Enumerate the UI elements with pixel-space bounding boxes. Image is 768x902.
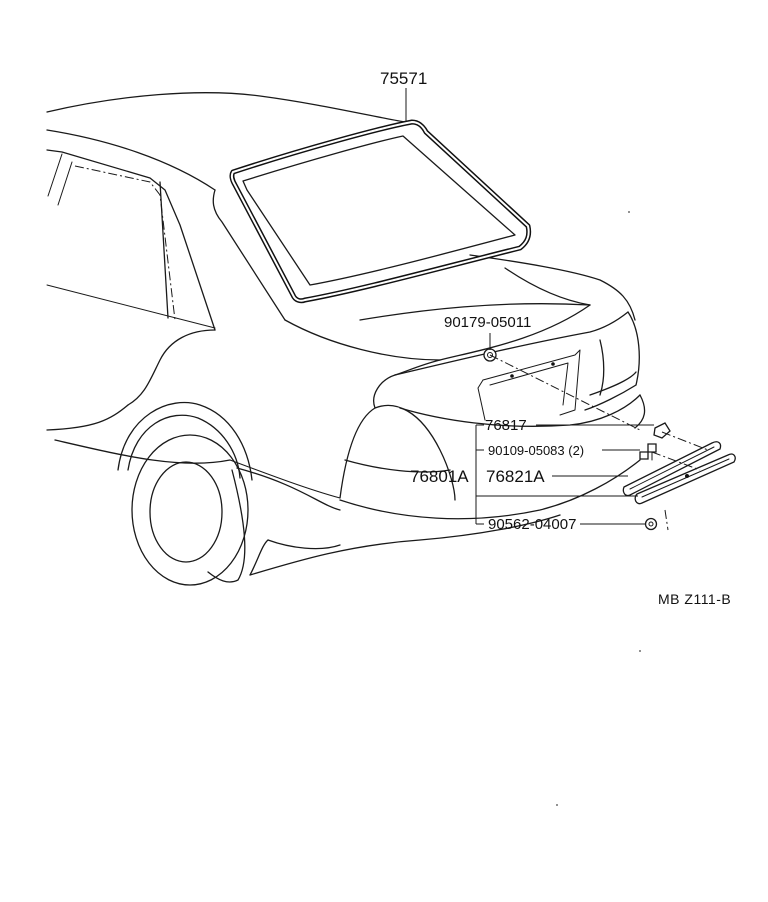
speck xyxy=(556,804,558,806)
speck xyxy=(639,650,641,652)
speck xyxy=(628,211,630,213)
label-76817: 76817 xyxy=(485,417,527,434)
figure-code: MB Z111-B xyxy=(658,591,731,607)
rear-wheel xyxy=(117,401,253,586)
assembly-lines xyxy=(489,354,709,531)
leader-lines xyxy=(405,88,654,525)
label-90179-05011: 90179-05011 xyxy=(444,314,531,331)
back-window-weatherstrip xyxy=(229,119,532,304)
label-76801A: 76801A xyxy=(410,467,469,486)
license-plate-recess xyxy=(477,349,581,421)
car-body-outline xyxy=(46,92,646,576)
label-90562-04007: 90562-04007 xyxy=(488,516,576,533)
label-75571: 75571 xyxy=(380,69,427,88)
label-90109-05083: 90109-05083 (2) xyxy=(488,443,584,458)
label-76821A: 76821A xyxy=(486,467,545,486)
